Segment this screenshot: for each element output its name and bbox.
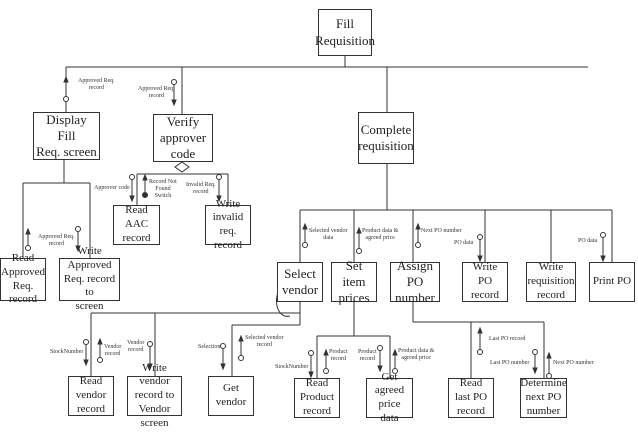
couple-label: PO data [578,238,598,244]
couple-label: Selected vendor data [309,228,348,242]
module-get-vendor[interactable]: Get vendor [208,376,254,416]
couple-c9 [415,222,421,248]
couple-c18 [323,348,329,374]
couple-c7 [302,222,308,248]
couple-c8 [356,226,362,254]
couple-label: Last PO record [489,336,526,342]
couple-label: StockNumber [50,349,84,355]
couple-c10 [477,234,483,263]
couple-c12 [83,339,89,367]
module-read-vendor-record[interactable]: Read vendor record [68,375,114,416]
module-determine-next-po-number[interactable]: Determine next PO number [520,377,567,418]
couple-c19 [377,345,383,373]
module-get-agreed-price-data[interactable]: Get agreed price data [366,371,413,424]
couple-label: Approver code [94,185,130,191]
couple-c22 [532,349,538,375]
couple-label: Next PO number [553,360,594,366]
couple-c3b [75,226,81,253]
couple-label: Approved Req. record [78,78,115,92]
couple-c11 [600,232,606,263]
couple-c4 [129,174,135,203]
module-verify-approver-code[interactable]: Verify approver code [153,114,213,162]
couple-label: PO data [454,240,474,246]
couple-c17 [308,350,314,379]
couple-label: Selected vendor record [245,335,284,349]
couple-c20 [392,348,398,374]
module-fill-requisition[interactable]: Fill Requisition [315,9,375,56]
couple-label: Record Not Found Switch [149,179,177,200]
couple-label: Product record [329,349,348,363]
couple-c2 [171,79,177,107]
couple-c16 [238,334,244,361]
couple-label: Vendor record [104,344,122,358]
couple-label: Product data & agreed price [362,228,399,242]
module-read-last-po-record[interactable]: Read last PO record [448,377,494,418]
couple-label: Product data & agreed price [398,348,435,362]
module-assign-po-number[interactable]: Assign PO number [390,258,440,305]
module-select-vendor[interactable]: Select vendor [277,262,323,302]
couple-label: Approved Req. record [38,234,75,248]
couple-c21 [477,326,483,355]
module-read-aac-record[interactable]: Read AAC record [113,204,160,245]
couple-label: Selection [198,344,221,350]
couple-label: Last PO number [490,360,530,366]
module-write-vendor-record[interactable]: Write vendor record to Vendor screen [127,362,182,429]
module-write-requisition-record[interactable]: Write requisition record [526,261,576,302]
couple-label: Next PO number [421,228,462,234]
module-write-po-record[interactable]: Write PO record [462,261,508,302]
data-couple-arrows [25,75,606,379]
couple-c5 [142,173,148,198]
couple-c6 [216,174,222,203]
module-complete-requisition[interactable]: Complete requisition [358,112,414,164]
couple-c3a [25,227,31,251]
couple-c14 [147,341,153,371]
couple-c15 [220,343,226,371]
module-display-fill-req-screen[interactable]: Display Fill Req. screen [33,112,100,160]
couple-label: StockNumber [275,364,309,370]
module-set-item-prices[interactable]: Set item prices [331,258,377,305]
couple-label: Approved Req. record [138,86,175,100]
couple-c1 [63,75,69,102]
couple-c13 [97,337,103,363]
module-write-approved-req-record[interactable]: Write Approved Req. record to screen [59,245,120,312]
couple-label: Product record [358,349,377,363]
module-write-invalid-req-record[interactable]: Write invalid req. record [205,198,251,251]
couple-label: Invalid Req. record [186,182,216,196]
couple-label: Vendor record [127,340,145,354]
module-read-approved-req-record[interactable]: Read Approved Req. record [0,252,46,306]
couple-c23 [546,351,552,379]
module-read-product-record[interactable]: Read Product record [294,377,340,418]
module-print-po[interactable]: Print PO [589,262,635,302]
